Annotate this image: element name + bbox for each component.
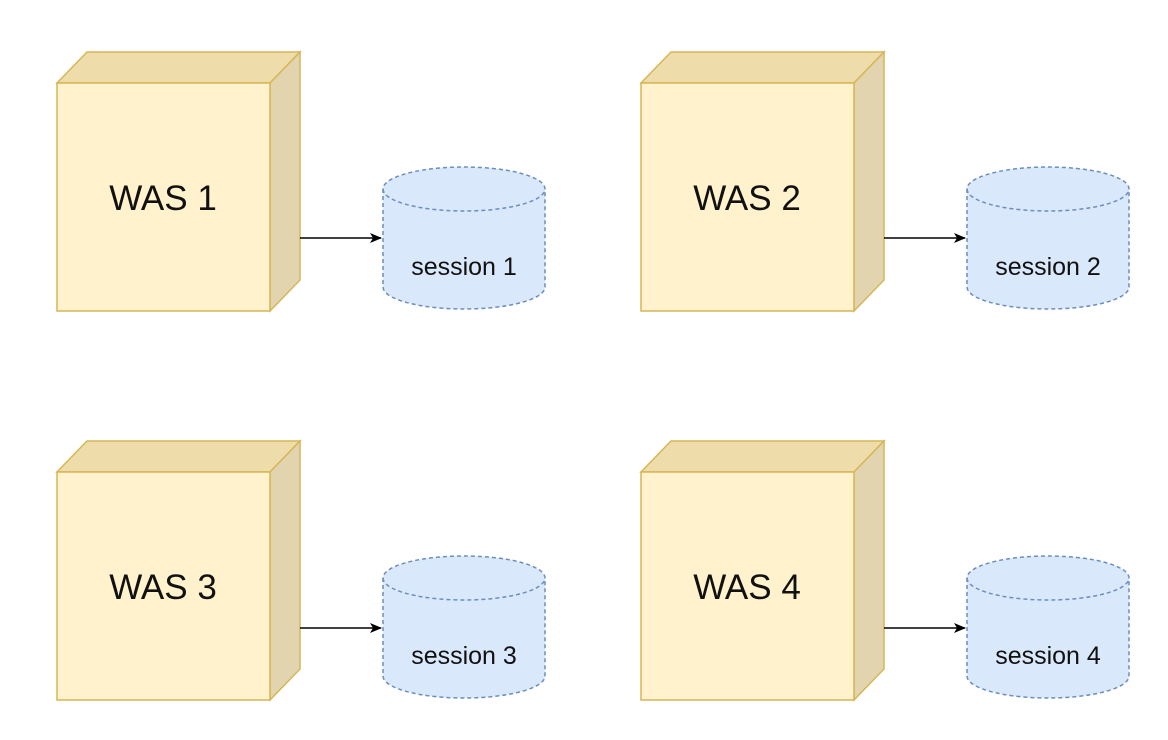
session-label-2: session 2 — [995, 253, 1101, 281]
session-store-1[interactable]: session 1 — [382, 166, 546, 310]
server-group-was-1: WAS 1 session 1 — [55, 50, 546, 313]
server-top-face — [639, 440, 886, 473]
session-label-3: session 3 — [411, 642, 517, 670]
server-group-was-2: WAS 2 session 2 — [639, 50, 1130, 313]
cylinder-body — [966, 166, 1130, 310]
server-node-was-2[interactable]: WAS 2 — [639, 50, 886, 313]
cylinder-body — [966, 555, 1130, 699]
cylinder-lid — [966, 577, 1130, 601]
server-side-face — [269, 439, 301, 702]
session-label-1: session 1 — [411, 253, 517, 281]
server-group-was-3: WAS 3 session 3 — [55, 439, 546, 702]
server-side-face — [853, 50, 885, 313]
session-label-4: session 4 — [995, 642, 1101, 670]
server-side-face — [853, 439, 885, 702]
server-top-face — [55, 440, 302, 473]
server-side-face — [269, 50, 301, 313]
server-front-face — [56, 82, 271, 312]
server-node-was-3[interactable]: WAS 3 — [55, 439, 302, 702]
cylinder-lid — [382, 188, 546, 212]
server-front-face — [640, 82, 855, 312]
cylinder-lid — [966, 188, 1130, 212]
session-store-4[interactable]: session 4 — [966, 555, 1130, 699]
server-label-was-1: WAS 1 — [109, 179, 217, 218]
server-label-was-2: WAS 2 — [693, 179, 801, 218]
session-store-2[interactable]: session 2 — [966, 166, 1130, 310]
session-store-3[interactable]: session 3 — [382, 555, 546, 699]
cylinder-body — [382, 166, 546, 310]
server-label-was-3: WAS 3 — [109, 568, 217, 607]
server-front-face — [56, 471, 271, 701]
server-label-was-4: WAS 4 — [693, 568, 801, 607]
server-front-face — [640, 471, 855, 701]
server-node-was-4[interactable]: WAS 4 — [639, 439, 886, 702]
cylinder-body — [382, 555, 546, 699]
server-node-was-1[interactable]: WAS 1 — [55, 50, 302, 313]
server-group-was-4: WAS 4 session 4 — [639, 439, 1130, 702]
server-top-face — [639, 51, 886, 84]
cylinder-lid — [382, 577, 546, 601]
server-top-face — [55, 51, 302, 84]
